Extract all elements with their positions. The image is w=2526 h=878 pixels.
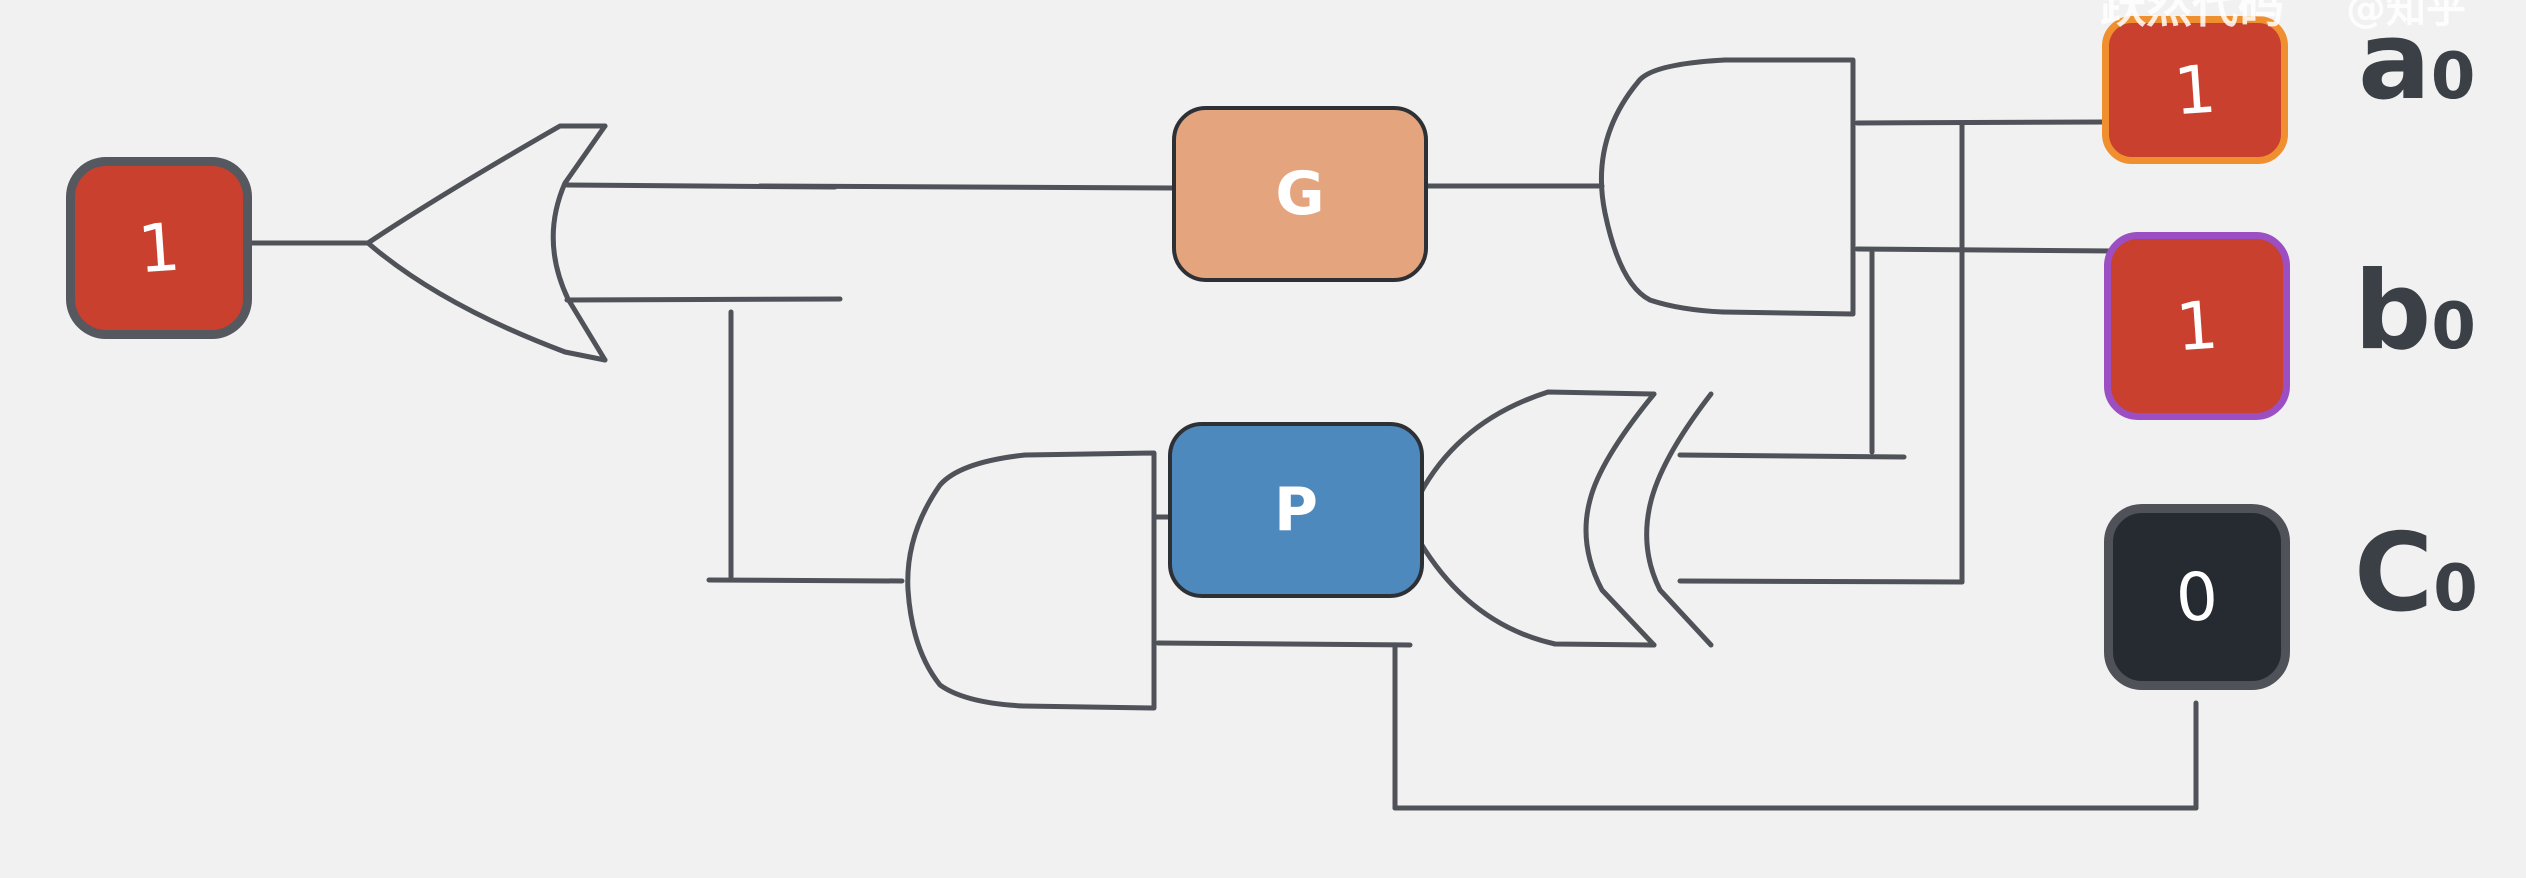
wire-a0 xyxy=(1677,119,2109,585)
g-block-label: G xyxy=(1275,159,1325,229)
wire-b0 xyxy=(1677,246,2117,460)
watermark-right: @知乎 xyxy=(2346,0,2466,34)
watermark: 跃然代码 xyxy=(2100,0,2284,36)
input-b0-bit: 1 xyxy=(2104,232,2290,420)
input-b0-value: 1 xyxy=(2173,286,2221,366)
and-gate-bottom xyxy=(905,450,1157,711)
wire-g-to-or xyxy=(564,182,1179,191)
input-a0-bit: 1 xyxy=(2102,16,2288,164)
g-block: G xyxy=(1172,106,1428,282)
label-a0: a0 xyxy=(2358,0,2476,124)
and-gate-top xyxy=(1598,57,1856,317)
wire-and-to-or xyxy=(564,296,905,584)
p-block: P xyxy=(1168,422,1424,598)
label-c0: C0 xyxy=(2354,511,2478,636)
watermark-text-right: @知乎 xyxy=(2346,0,2466,32)
or-gate xyxy=(365,123,608,363)
wire-c0 xyxy=(1151,514,2199,811)
output-bit: 1 xyxy=(66,157,252,339)
output-bit-value: 1 xyxy=(135,208,183,288)
label-b0: b0 xyxy=(2354,249,2476,374)
input-a0-value: 1 xyxy=(2171,50,2219,130)
watermark-text: 跃然代码 xyxy=(2100,0,2284,33)
xor-gate xyxy=(1417,389,1714,648)
input-c0-value: 0 xyxy=(2173,557,2221,637)
input-c0-bit: 0 xyxy=(2104,504,2290,690)
p-block-label: P xyxy=(1274,475,1318,545)
